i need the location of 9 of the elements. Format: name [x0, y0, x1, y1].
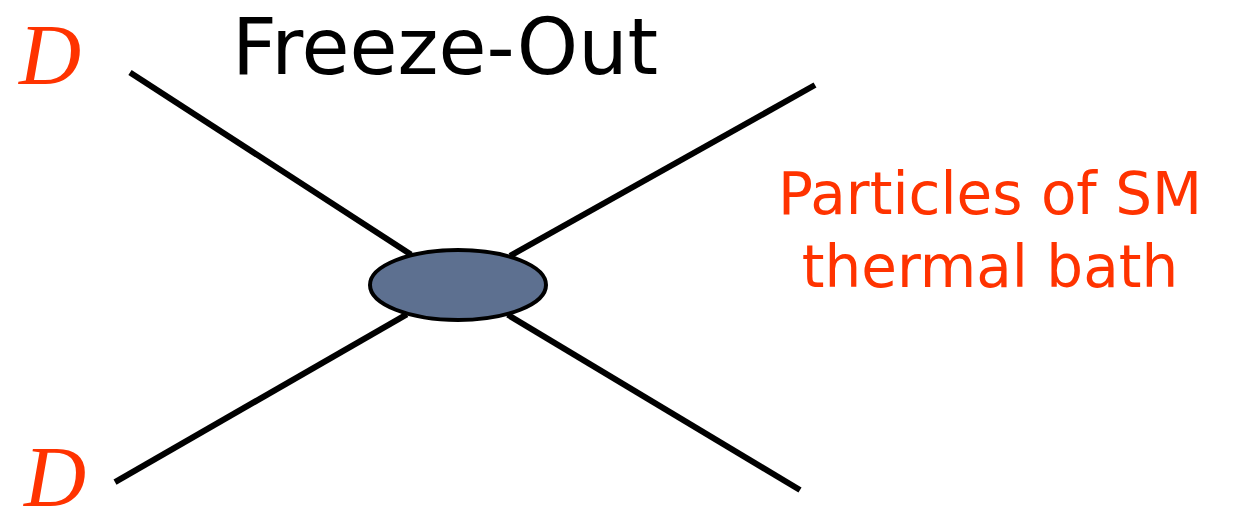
particle-line [113, 311, 409, 485]
title: Freeze-Out [232, 2, 659, 92]
particle-line [128, 69, 413, 257]
particle-line [508, 82, 817, 259]
particle-symbol: D [24, 434, 87, 514]
particle-symbol: D [19, 12, 82, 98]
particle-line [506, 312, 802, 493]
interaction-blob [368, 248, 548, 322]
annotation-label: Particles of SM thermal bath [776, 159, 1204, 303]
